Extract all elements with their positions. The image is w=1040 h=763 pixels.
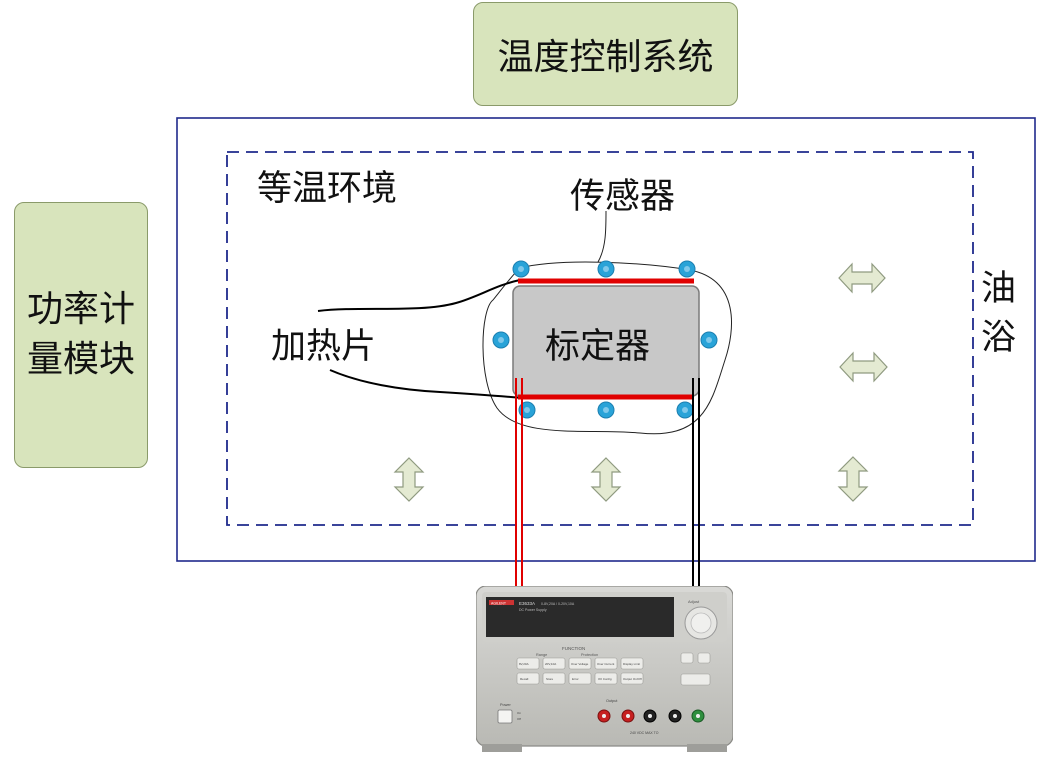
psu-button bbox=[516, 657, 540, 670]
psu-button-row-1 bbox=[516, 657, 644, 670]
psu-range-label: Range bbox=[536, 653, 547, 657]
psu-button bbox=[620, 657, 644, 670]
psu-button bbox=[568, 672, 592, 685]
psu-left-button bbox=[680, 652, 694, 664]
psu-button bbox=[542, 672, 566, 685]
psu-button bbox=[568, 657, 592, 670]
heater-wire-upper bbox=[317, 279, 521, 312]
psu-brand: AGILENT bbox=[491, 602, 507, 606]
psu-knob-label: Adjust bbox=[688, 599, 700, 604]
psu-model-desc: 0-8V,20A / 0-20V,10A bbox=[541, 602, 575, 606]
psu-display bbox=[486, 597, 674, 637]
flow-arrow-vertical bbox=[590, 457, 622, 502]
temperature-control-label: 温度控制系统 bbox=[497, 37, 714, 78]
psu-button-label: Over Voltage bbox=[571, 662, 589, 666]
psu-power-label: Power bbox=[500, 703, 511, 707]
psu-button-label: 20V,10A bbox=[545, 662, 556, 666]
heater-label: 加热片 bbox=[271, 327, 377, 367]
psu-secure-button bbox=[680, 673, 711, 686]
psu-power-off: Off bbox=[517, 717, 521, 721]
dc-power-supply: AGILENT E3633A 0-8V,20A / 0-20V,10A DC P… bbox=[476, 586, 733, 752]
psu-button-label: Store bbox=[546, 677, 554, 681]
oil-bath-label-line1: 油 bbox=[981, 269, 1017, 309]
psu-protection-label: Protection bbox=[581, 653, 598, 657]
flow-arrows bbox=[393, 262, 888, 502]
power-module-label-line2: 量模块 bbox=[26, 339, 135, 380]
heater-wire-lower bbox=[329, 369, 523, 399]
calibrator-label: 标定器 bbox=[545, 327, 651, 367]
psu-button-label: Display Limit bbox=[623, 662, 640, 666]
sensor-enclosure-curve bbox=[482, 261, 732, 435]
psu-button-row-2 bbox=[516, 672, 644, 685]
psu-button-label: Error bbox=[572, 677, 579, 681]
psu-button-label: Over Current bbox=[597, 662, 615, 666]
sensor-label: 传感器 bbox=[570, 177, 676, 217]
psu-button bbox=[594, 672, 618, 685]
psu-button bbox=[542, 657, 566, 670]
psu-button-label: Output On/Off bbox=[623, 677, 642, 681]
flow-arrow-vertical bbox=[837, 456, 869, 502]
power-module-label-line1: 功率计 bbox=[26, 288, 135, 330]
flow-arrow-horizontal bbox=[839, 351, 888, 383]
psu-power-on: On bbox=[517, 711, 521, 715]
psu-power-switch bbox=[497, 709, 513, 724]
isothermal-border bbox=[226, 151, 974, 526]
power-measurement-module-box: 功率计 量模块 bbox=[14, 202, 148, 468]
psu-function-label: FUNCTION bbox=[562, 646, 585, 651]
flow-arrow-horizontal bbox=[838, 262, 886, 294]
psu-button-label: 8V,20A bbox=[519, 662, 529, 666]
psu-right-button bbox=[697, 652, 711, 664]
oil-bath-border bbox=[176, 117, 1036, 562]
flow-arrow-vertical bbox=[393, 457, 425, 502]
psu-button-label: I/O Config bbox=[598, 677, 612, 681]
psu-terminals-note: 240 VDC MAX TO bbox=[630, 731, 659, 735]
temperature-control-system-box: 温度控制系统 bbox=[473, 2, 738, 106]
sensor-leader-line bbox=[597, 210, 607, 263]
psu-button bbox=[594, 657, 618, 670]
psu-button bbox=[620, 672, 644, 685]
isothermal-environment-label: 等温环境 bbox=[257, 169, 398, 209]
oil-bath-label: 油 浴 bbox=[981, 265, 1016, 363]
oil-bath-label-line2: 浴 bbox=[981, 318, 1017, 358]
psu-subtitle: DC Power Supply bbox=[519, 608, 547, 612]
psu-model: E3633A bbox=[519, 601, 535, 606]
psu-output-label: Output bbox=[606, 699, 618, 703]
psu-button-label: Recall bbox=[520, 677, 529, 681]
psu-button bbox=[516, 672, 540, 685]
